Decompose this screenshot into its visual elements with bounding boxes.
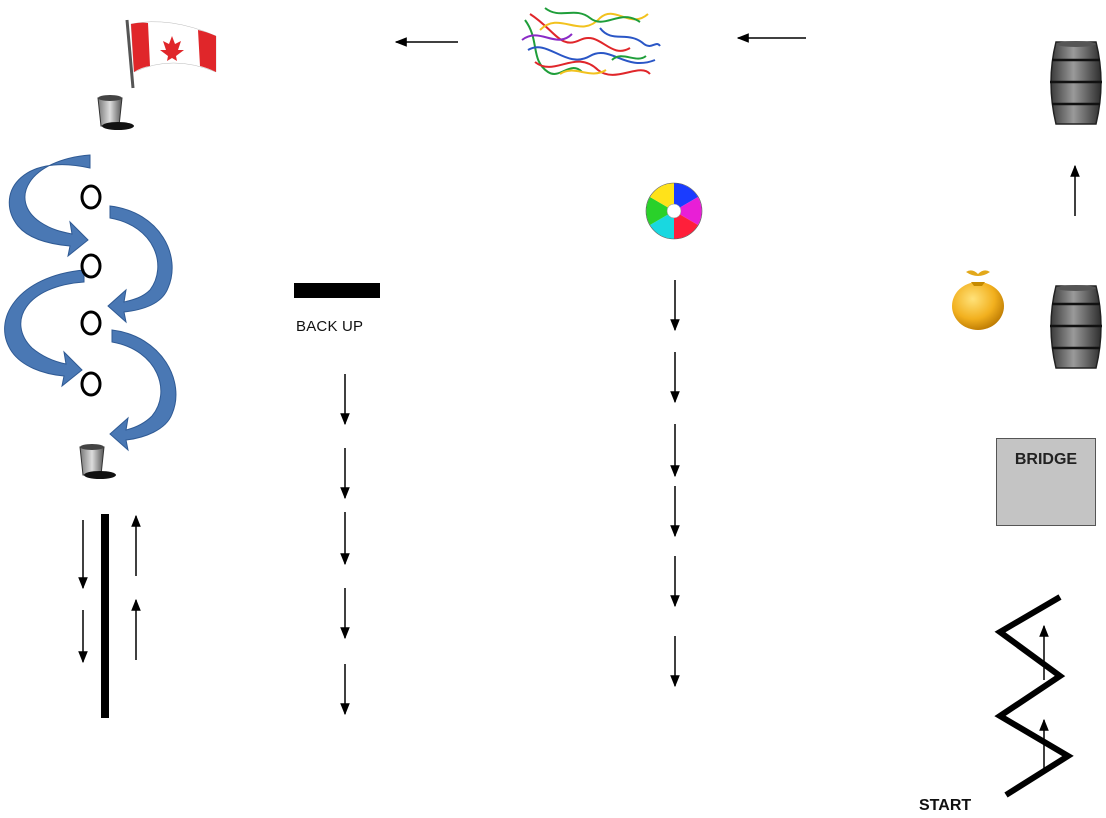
- zigzag-line: [994, 594, 1074, 798]
- circle-marker: [80, 253, 102, 279]
- back-up-label: BACK UP: [296, 318, 364, 335]
- weave-arrows: [4, 154, 177, 452]
- circle-marker: [80, 371, 102, 397]
- slalom-circles: [80, 184, 102, 397]
- bridge-label: BRIDGE: [1014, 451, 1078, 468]
- circle-marker: [80, 184, 102, 210]
- start-label: START: [919, 797, 972, 814]
- bucket-icon: [79, 444, 116, 479]
- black-pole: [101, 514, 109, 718]
- bucket-icon: [97, 95, 134, 130]
- party-streamers-icon: [521, 7, 661, 76]
- barrel-icon: [1050, 285, 1102, 369]
- canadian-flag-icon: [125, 19, 217, 89]
- barrel-icon: [1050, 41, 1102, 125]
- circle-marker: [80, 310, 102, 336]
- beach-ball-icon: [645, 182, 703, 240]
- black-bar: [294, 283, 380, 298]
- bridge-box: BRIDGE: [996, 438, 1096, 526]
- sack-icon: [952, 270, 1004, 330]
